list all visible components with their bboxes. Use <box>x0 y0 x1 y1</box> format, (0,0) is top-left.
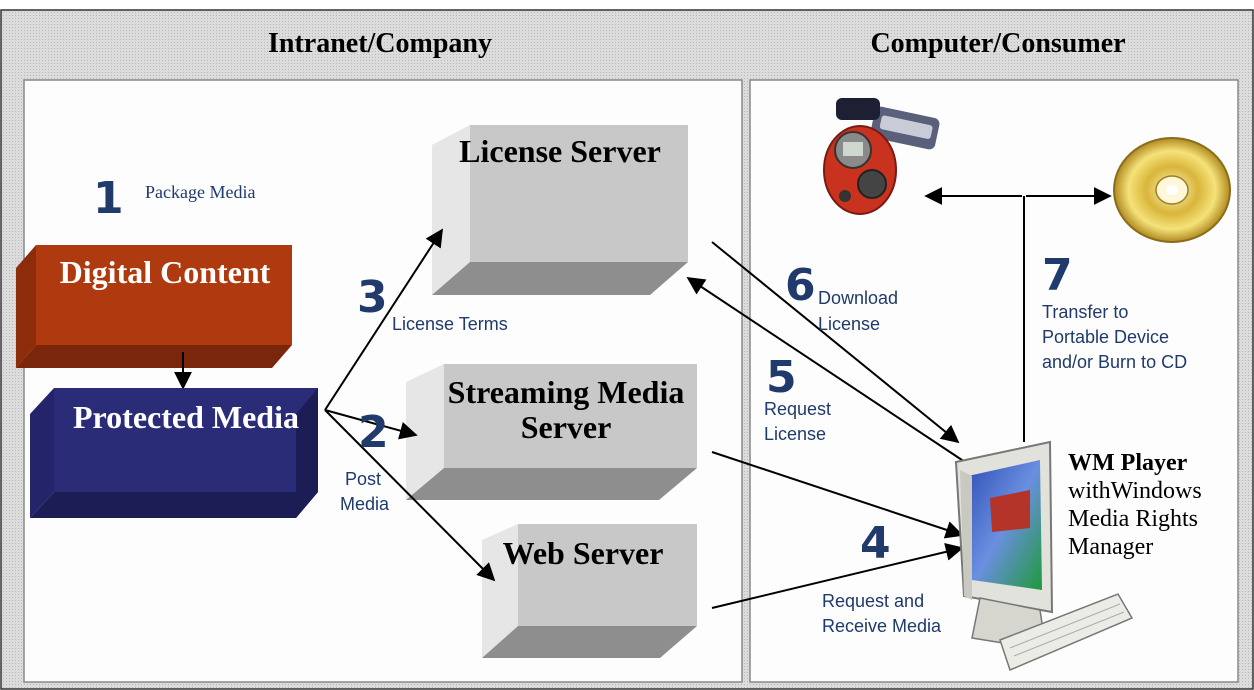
streaming-server-label-2: Server <box>521 409 612 445</box>
right-panel-title: Computer/Consumer <box>870 28 1125 59</box>
step-5-label-1: Request <box>764 399 831 419</box>
protected-media-box: Protected Media <box>30 388 318 518</box>
step-3-number: 3 <box>357 272 388 323</box>
step-6-label-2: License <box>818 314 880 334</box>
step-6-label-1: Download <box>818 288 898 308</box>
step-4-label-1: Request and <box>822 591 924 611</box>
step-5-label-2: License <box>764 424 826 444</box>
step-7-number: 7 <box>1042 250 1073 301</box>
computer-icon <box>954 440 1134 672</box>
left-panel-title: Intranet/Company <box>268 28 492 59</box>
license-server-label: License Server <box>459 133 661 169</box>
arrow-license-terms <box>324 228 443 411</box>
web-server-label: Web Server <box>503 535 664 571</box>
step-2-label-2: Media <box>340 494 390 514</box>
step-3-label: License Terms <box>392 314 508 334</box>
step-4-number: 4 <box>860 518 891 569</box>
cd-icon <box>1113 137 1231 243</box>
step-7-label-3: and/or Burn to CD <box>1042 352 1187 372</box>
player-line-4: Manager <box>1068 534 1153 560</box>
step-2-label-1: Post <box>345 469 381 489</box>
web-server-box: Web Server <box>482 524 697 658</box>
player-line-2: withWindows <box>1068 478 1202 504</box>
arrow-post-media <box>324 409 418 440</box>
digital-content-box: Digital Content <box>16 245 292 368</box>
step-1-label: Package Media <box>145 182 255 202</box>
player-title: WM Player <box>1068 450 1188 476</box>
arrow-receive-media <box>711 543 964 609</box>
digital-content-label: Digital Content <box>60 254 271 290</box>
arrow-stream-media <box>711 451 964 539</box>
step-7-label-2: Portable Device <box>1042 327 1169 347</box>
portable-device-icon <box>823 98 940 215</box>
player-line-3: Media Rights <box>1068 506 1198 532</box>
step-5-number: 5 <box>766 352 797 403</box>
step-6-number: 6 <box>785 260 816 311</box>
streaming-server-box: Streaming Media Server <box>406 364 697 500</box>
license-server-box: License Server <box>432 125 688 295</box>
protected-media-label: Protected Media <box>73 399 299 435</box>
arrow-download-license <box>711 241 960 444</box>
streaming-server-label-1: Streaming Media <box>448 374 685 410</box>
step-7-label-1: Transfer to <box>1042 302 1128 322</box>
step-1-number: 1 <box>93 173 124 224</box>
step-4-label-2: Receive Media <box>822 616 942 636</box>
arrow-to-web-server <box>324 409 496 582</box>
step-2-number: 2 <box>358 407 389 458</box>
arrow-request-license <box>686 277 966 463</box>
